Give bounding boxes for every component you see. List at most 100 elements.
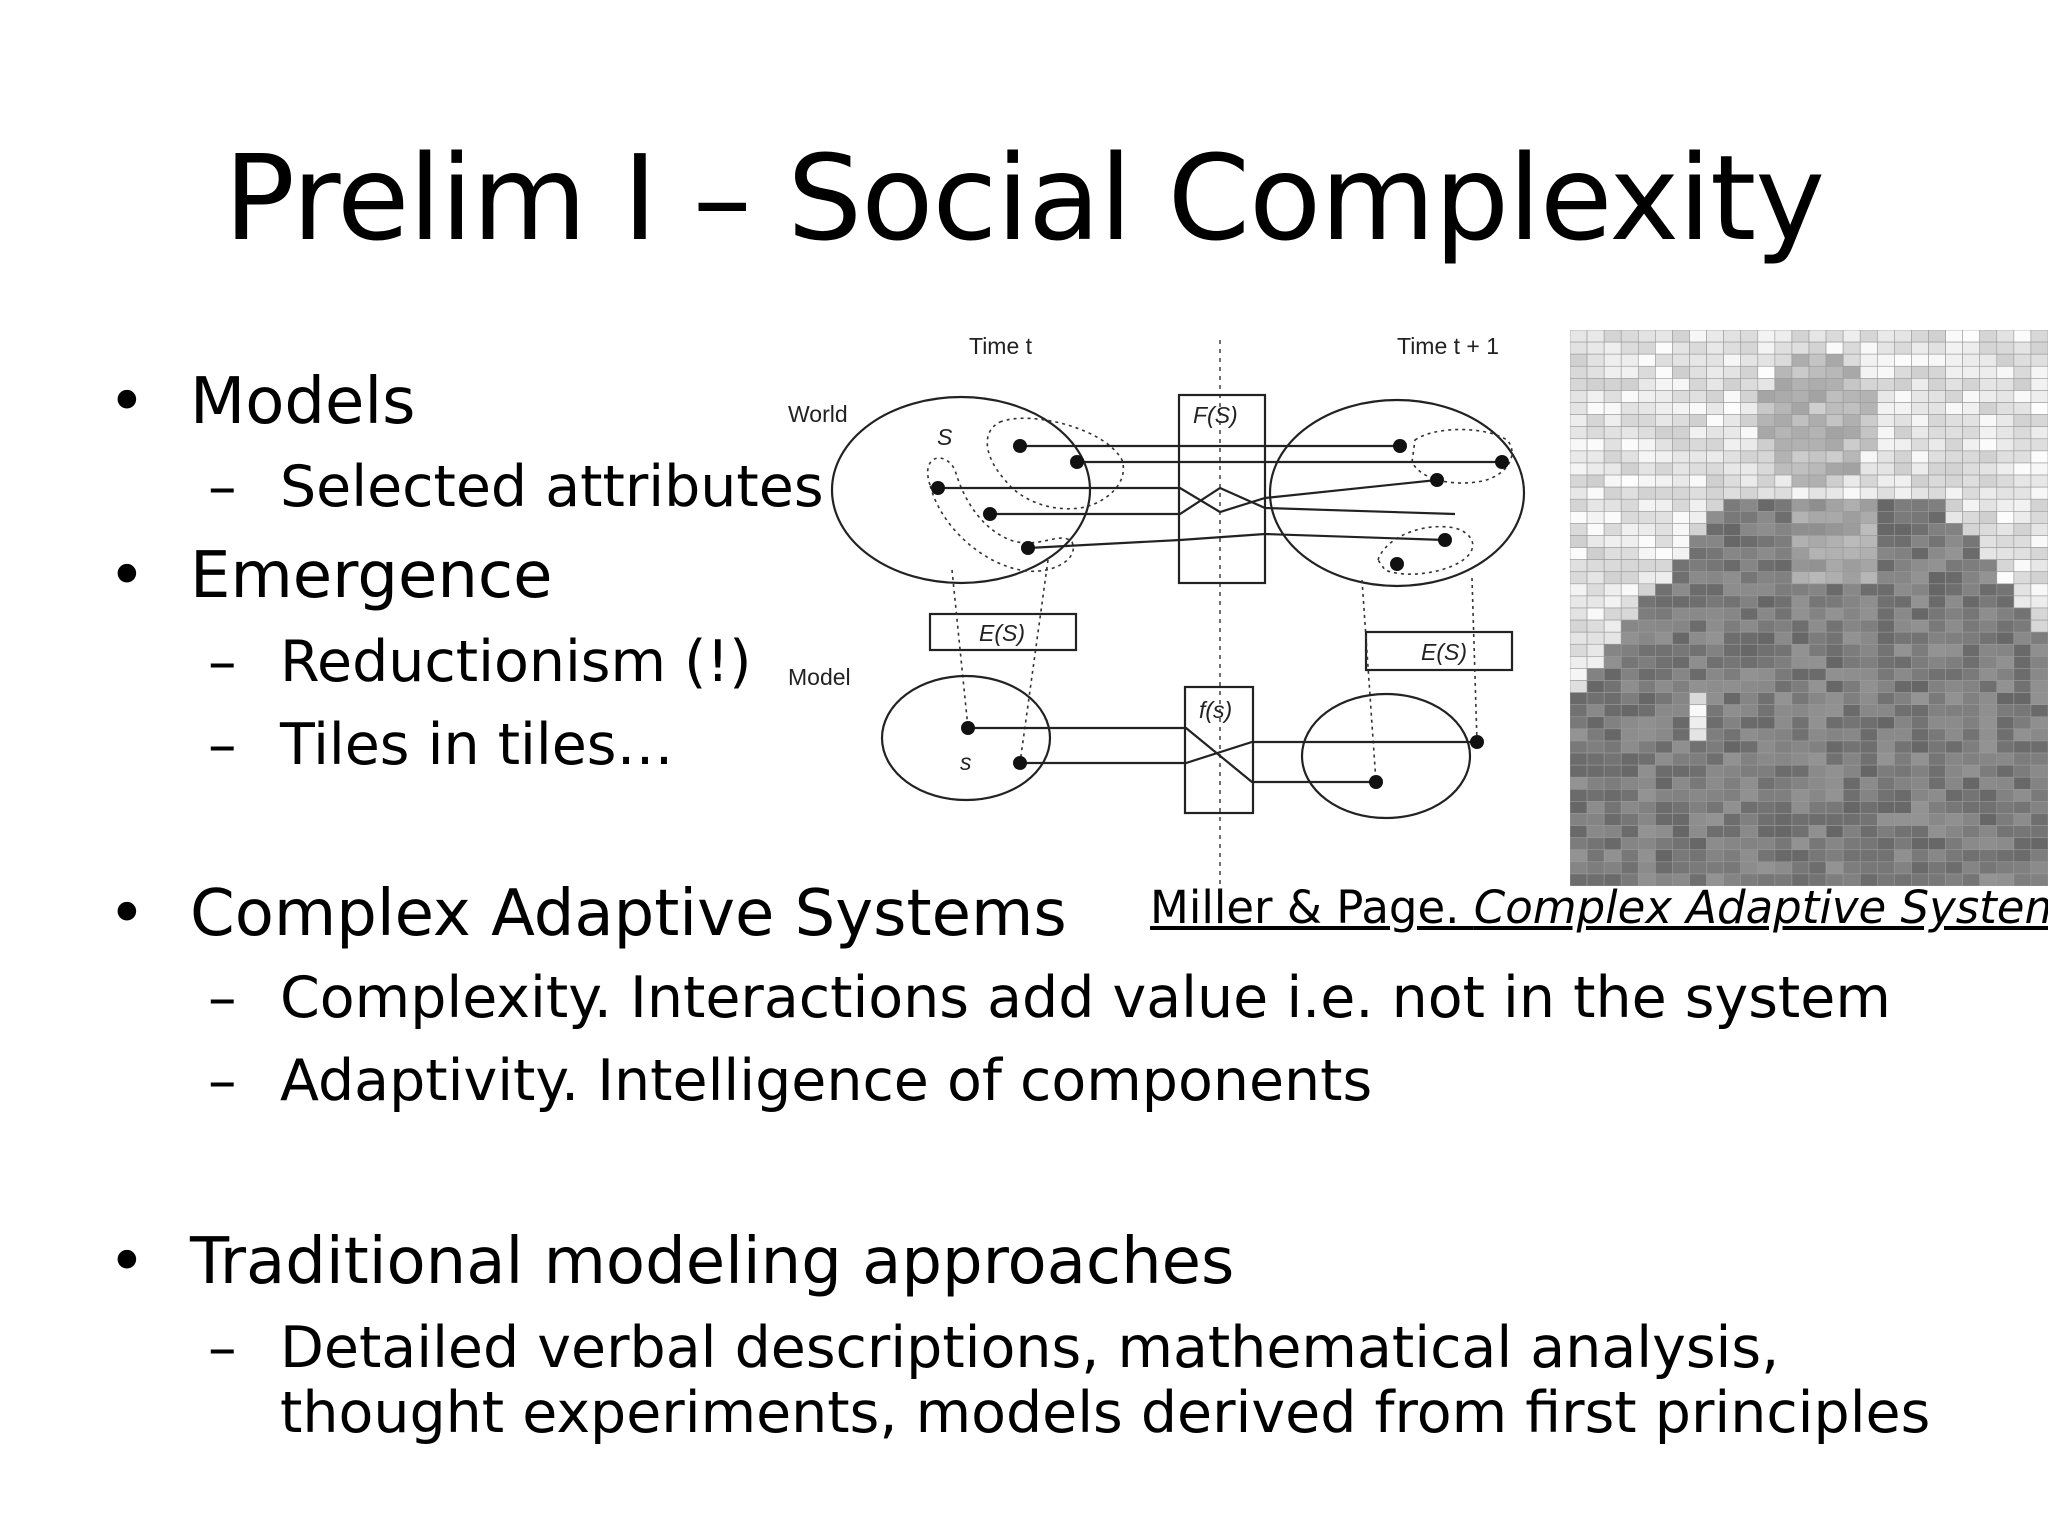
mosaic-tile — [1825, 740, 1844, 754]
mosaic-tile — [1911, 353, 1929, 367]
mosaic-tile — [1570, 414, 1588, 428]
mosaic-tile — [1928, 656, 1946, 669]
mosaic-tile — [1928, 353, 1946, 367]
mosaic-tile — [1586, 402, 1605, 415]
mosaic-tile — [1706, 498, 1724, 512]
row-model-label: Model — [788, 664, 851, 690]
sub-reductionism: Reductionism (!) — [280, 629, 752, 695]
box-E-left-label: E(S) — [979, 620, 1025, 646]
mosaic-tile — [1996, 571, 2015, 585]
mosaic-tile — [1791, 716, 1810, 730]
mosaic-tile — [1979, 680, 1998, 693]
mosaic-tile — [1586, 728, 1605, 742]
mosaic-tile — [1876, 607, 1895, 621]
mosaic-tile — [1945, 426, 1963, 440]
mosaic-tile — [1757, 402, 1776, 415]
mosaic-tile — [1757, 559, 1776, 573]
mosaic-tile — [1996, 547, 2015, 560]
mosaic-tile — [1876, 595, 1895, 609]
box-f — [1183, 685, 1255, 815]
mosaic-tile — [1757, 668, 1776, 681]
mosaic-tile — [1859, 535, 1878, 548]
mosaic-tile — [1603, 402, 1622, 415]
mosaic-tile — [1570, 788, 1588, 802]
mosaic-tile — [1603, 438, 1622, 452]
mosaic-tile — [1842, 426, 1861, 440]
mosaic-tile — [1723, 559, 1742, 573]
mosaic-tile — [1706, 656, 1724, 669]
mosaic-tile — [1945, 680, 1963, 693]
mosaic-tile — [1859, 511, 1878, 524]
mosaic-tile — [1876, 535, 1895, 548]
time-left-label: Time t — [969, 333, 1033, 359]
mosaic-tile — [1894, 571, 1912, 585]
mosaic-tile — [1655, 692, 1673, 705]
mosaic-tile — [1570, 402, 1588, 415]
mosaic-tile — [1672, 873, 1690, 886]
mosaic-tile — [1586, 426, 1605, 440]
world-point — [931, 481, 945, 495]
mosaic-tile — [2030, 583, 2048, 597]
mosaic-tile — [1791, 813, 1810, 826]
mosaic-tile — [1586, 692, 1605, 705]
mosaic-tile — [1723, 378, 1742, 391]
mosaic-tile — [1876, 813, 1895, 826]
mosaic-tile — [1791, 861, 1810, 875]
model-point — [1470, 735, 1484, 749]
box-F-label: F(S) — [1193, 402, 1238, 428]
mosaic-tile — [1723, 450, 1742, 464]
mosaic-tile — [1570, 595, 1588, 609]
mosaic-tile — [1791, 330, 1810, 343]
mosaic-tile — [2030, 571, 2048, 585]
mosaic-tile — [1859, 619, 1878, 633]
mosaic-tile — [1979, 547, 1998, 560]
mosaic-tile — [1894, 353, 1912, 367]
mosaic-tile — [1825, 607, 1844, 621]
sub-detailed-descriptions-line1: Detailed verbal descriptions, mathematic… — [280, 1315, 1780, 1381]
mosaic-tile — [1637, 571, 1656, 585]
mosaic-tile — [1740, 849, 1759, 863]
mosaic-tile — [1791, 752, 1810, 766]
mosaic-tile — [1825, 643, 1844, 657]
mosaic-tile — [1586, 559, 1605, 573]
mosaic-tile — [1570, 330, 1588, 343]
mosaic-tile — [1842, 378, 1861, 391]
mosaic-tile — [1859, 547, 1878, 560]
mosaic-tile — [1791, 474, 1810, 488]
mosaic-tile — [1945, 825, 1963, 838]
mosaic-tile — [2030, 716, 2048, 730]
mosaic-tile — [1586, 680, 1605, 693]
mosaic-tile — [1808, 595, 1827, 609]
mosaic-tile — [1859, 559, 1878, 573]
mosaic-tile — [1570, 837, 1588, 851]
mosaic-tile — [1689, 692, 1707, 705]
mosaic-tile — [1928, 474, 1946, 488]
mosaic-tile — [1620, 752, 1639, 766]
mosaic-tile — [1842, 365, 1861, 379]
mosaic-tile — [1655, 764, 1673, 778]
citation-link[interactable]: Miller & Page. Complex Adaptive Systems — [1150, 880, 2048, 936]
mosaic-tile — [1689, 849, 1707, 863]
set-label-s: s — [960, 749, 972, 775]
mosaic-tile — [1689, 776, 1707, 790]
dash-marker: – — [208, 1048, 237, 1114]
subset-outline — [1411, 428, 1513, 484]
mosaic-tile — [1979, 776, 1998, 790]
mosaic-tile — [1672, 486, 1690, 500]
mosaic-tile — [1774, 341, 1793, 355]
mosaic-tile — [1586, 801, 1605, 814]
mosaic-tile — [1911, 825, 1929, 838]
mosaic-tile — [1757, 426, 1776, 440]
mosaic-tile — [2013, 704, 2032, 718]
mosaic-tile — [1928, 462, 1946, 476]
mosaic-tile — [1570, 643, 1588, 657]
mosaic-tile — [1996, 692, 2015, 705]
mosaic-tile — [1859, 849, 1878, 863]
mosaic-tile — [1706, 692, 1724, 705]
mosaic-tile — [1620, 438, 1639, 452]
mosaic-tile — [2013, 474, 2032, 488]
mosaic-tile — [1962, 559, 1981, 573]
mosaic-tile — [1774, 426, 1793, 440]
mosaic-tile — [1928, 728, 1946, 742]
mosaic-tile — [1911, 631, 1929, 645]
